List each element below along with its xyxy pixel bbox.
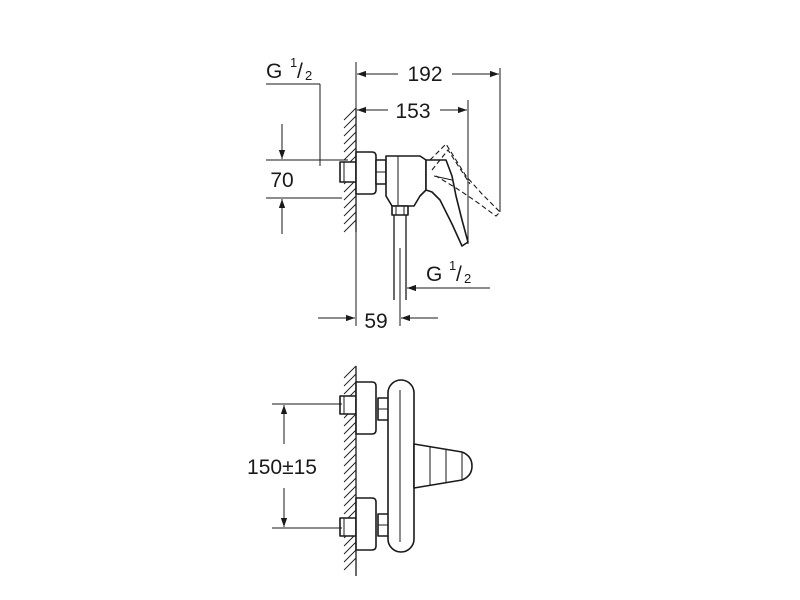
wall-hatch-line bbox=[343, 203, 357, 217]
wall-hatch-line bbox=[343, 123, 357, 137]
thread-top-letter: G bbox=[266, 60, 282, 83]
wall-hatch-line bbox=[343, 549, 357, 563]
front-view: 150±15 bbox=[247, 365, 473, 576]
outlet-hose-side bbox=[393, 215, 407, 300]
wall-connector-side bbox=[339, 151, 387, 195]
valve-body-side bbox=[385, 155, 434, 216]
dimension-59-label: 59 bbox=[364, 310, 387, 333]
lever-front bbox=[413, 443, 473, 489]
wall-hatch-line bbox=[343, 219, 357, 233]
thread-bottom-letter: G bbox=[426, 263, 442, 286]
thread-label-bottom: G 1 / 2 bbox=[407, 258, 471, 292]
upper-connection-front bbox=[339, 395, 391, 421]
wall-hatch-line bbox=[343, 139, 357, 153]
wall-hatch-line bbox=[343, 541, 357, 555]
dimension-70-label: 70 bbox=[270, 169, 293, 192]
lever-handle-side bbox=[425, 159, 469, 247]
wall-hatch-line bbox=[343, 115, 357, 129]
wall-hatch-line bbox=[343, 477, 357, 491]
wall-hatch-line bbox=[343, 195, 357, 209]
wall-hatch-line bbox=[343, 381, 357, 395]
wall-hatch-line bbox=[343, 131, 357, 145]
thread-top-numerator: 1 bbox=[290, 55, 297, 70]
dimension-59: 59 bbox=[318, 310, 438, 333]
wall-hatch-line bbox=[343, 107, 357, 121]
wall-hatch-line bbox=[343, 485, 357, 499]
thread-bottom-slash: / bbox=[456, 263, 462, 286]
wall-plates-front bbox=[355, 381, 377, 551]
wall-hatch-line bbox=[343, 461, 357, 475]
dimension-192-label: 192 bbox=[407, 63, 442, 86]
wall-hatch-line bbox=[343, 429, 357, 443]
wall-hatch-line bbox=[343, 211, 357, 225]
wall-hatch-line bbox=[343, 493, 357, 507]
wall-hatch-line bbox=[343, 373, 357, 387]
wall-hatch-line bbox=[343, 437, 357, 451]
thread-top-slash: / bbox=[297, 60, 303, 83]
mixer-bar-front bbox=[387, 379, 415, 553]
wall-hatch-line bbox=[343, 453, 357, 467]
wall-hatch-line bbox=[343, 501, 357, 515]
wall-hatch-line bbox=[343, 469, 357, 483]
dimension-150-label: 150±15 bbox=[247, 456, 317, 479]
dimension-153-label: 153 bbox=[395, 100, 430, 123]
wall-hatch-line bbox=[343, 147, 357, 161]
side-view: 192 153 G 1 / 2 70 G 1 / 2 bbox=[266, 55, 501, 333]
wall-hatch-line bbox=[343, 445, 357, 459]
lever-handle-open-dashed bbox=[429, 143, 501, 217]
dimension-70: 70 bbox=[270, 124, 294, 234]
thread-label-top: G 1 / 2 bbox=[266, 55, 312, 83]
thread-top-denominator: 2 bbox=[305, 68, 312, 83]
lower-connection-front bbox=[339, 513, 391, 537]
wall-hatch-line bbox=[343, 557, 357, 571]
dimension-192: 192 bbox=[357, 63, 499, 86]
wall-hatch-line bbox=[343, 187, 357, 201]
thread-bottom-numerator: 1 bbox=[449, 258, 456, 273]
wall-hatch-line bbox=[343, 413, 357, 427]
thread-bottom-denominator: 2 bbox=[464, 271, 471, 286]
wall-hatch-line bbox=[343, 421, 357, 435]
wall-hatch-line bbox=[343, 365, 357, 379]
dimension-150: 150±15 bbox=[247, 403, 342, 529]
dimension-153: 153 bbox=[357, 100, 467, 123]
